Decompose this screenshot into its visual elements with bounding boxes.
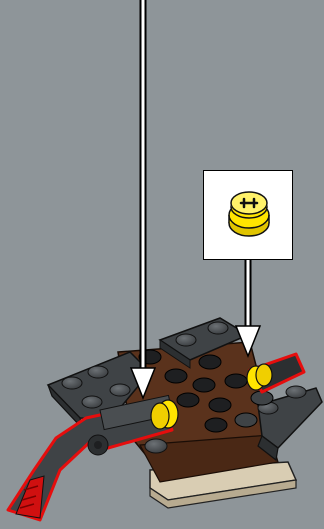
arrow-to-right-bush <box>236 260 260 356</box>
front-stud <box>145 439 167 453</box>
parts-callout-box <box>203 170 293 260</box>
yellow-bush-piece-icon <box>204 171 294 261</box>
arrow-to-left-bush <box>131 0 155 398</box>
